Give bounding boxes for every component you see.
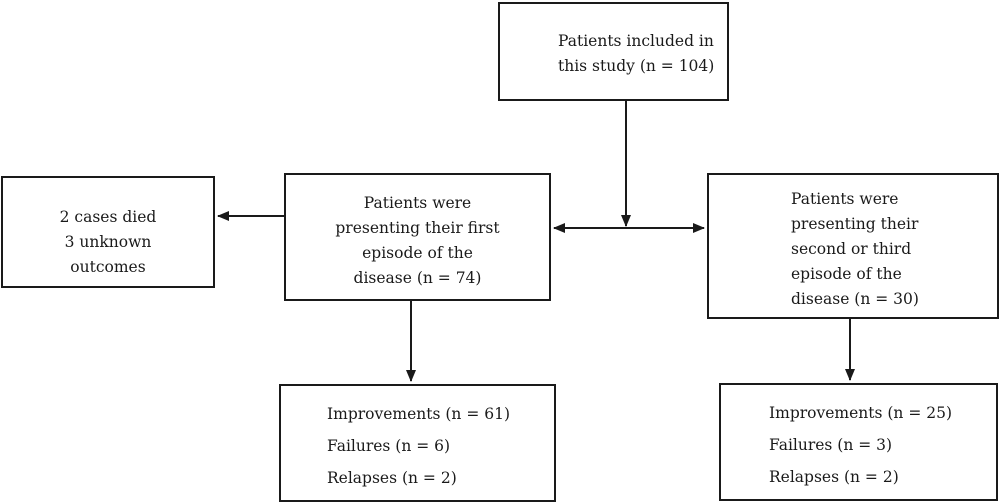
outcome-relapses: Relapses (n = 2) [769,468,899,486]
box-text-line: presenting their [791,215,919,233]
box-text-line: Patients included in [558,32,714,50]
box-text-line: outcomes [70,258,146,276]
box-text-line: second or third [791,240,912,258]
outcome-failures: Failures (n = 6) [327,437,451,455]
box-first-episode: Patients were presenting their first epi… [284,173,551,301]
box-text-line: disease (n = 30) [791,290,919,308]
box-outcomes-second-episode: Improvements (n = 25) Failures (n = 3) R… [719,383,998,501]
box-text-line: Patients were [791,190,899,208]
box-patients-included: Patients included in this study (n = 104… [498,2,729,101]
box-text-line: episode of the [362,244,473,262]
box-text-line: disease (n = 74) [353,269,482,287]
outcome-improvements: Improvements (n = 25) [769,404,953,422]
box-text-line: 3 unknown [64,233,152,251]
box-text-line: 2 cases died [59,208,157,226]
outcome-relapses: Relapses (n = 2) [327,469,457,487]
box-second-third-episode: Patients were presenting their second or… [707,173,999,319]
box-text-line: Patients were [363,194,472,212]
box-text-line: this study (n = 104) [558,57,715,75]
outcome-failures: Failures (n = 3) [769,436,893,454]
box-died-unknown: 2 cases died 3 unknown outcomes [1,176,215,288]
outcome-improvements: Improvements (n = 61) [327,405,511,423]
box-text-line: presenting their first [335,219,500,237]
box-text-line: episode of the [791,265,902,283]
box-outcomes-first-episode: Improvements (n = 61) Failures (n = 6) R… [279,384,556,502]
